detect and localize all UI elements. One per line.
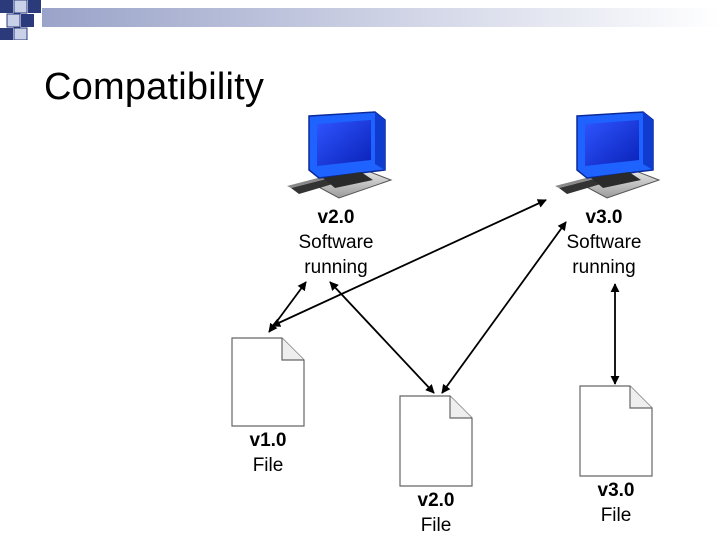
file-version: v3.0 — [597, 480, 635, 501]
file-text: File — [252, 455, 284, 476]
file-label-v3: v3.0 File — [576, 478, 656, 528]
file-version: v1.0 — [249, 430, 287, 451]
deco-square — [13, 27, 28, 40]
software-text-line2: running — [572, 257, 636, 278]
file-icon — [231, 337, 305, 427]
file-label-v2: v2.0 File — [396, 488, 476, 538]
file-label-v1: v1.0 File — [228, 428, 308, 478]
arrow-v3-software-to-v2-file — [441, 221, 567, 394]
computer-icon — [287, 111, 393, 199]
header-fade-bar — [42, 8, 720, 27]
deco-square — [0, 28, 13, 40]
deco-square — [0, 0, 13, 13]
file-version: v2.0 — [417, 490, 455, 511]
deco-square — [6, 13, 21, 28]
deco-square — [28, 0, 41, 13]
arrow-v2-software-to-v2-file — [329, 281, 435, 394]
arrow-v3-software-to-v1-file — [271, 199, 547, 327]
software-text-line1: Software — [298, 232, 374, 253]
file-text: File — [420, 515, 452, 536]
file-icon — [399, 395, 473, 487]
header-decoration — [0, 0, 720, 40]
software-label-v2: v2.0 Software running — [276, 205, 396, 280]
software-label-v3: v3.0 Software running — [544, 205, 664, 280]
file-icon — [579, 385, 653, 477]
slide-title: Compatibility — [44, 66, 265, 108]
software-text-line1: Software — [566, 232, 642, 253]
software-text-line2: running — [304, 257, 368, 278]
software-version: v3.0 — [585, 207, 623, 228]
software-version: v2.0 — [317, 207, 355, 228]
file-text: File — [600, 505, 632, 526]
computer-icon — [555, 111, 661, 199]
deco-square — [21, 14, 34, 27]
deco-square — [13, 0, 28, 14]
